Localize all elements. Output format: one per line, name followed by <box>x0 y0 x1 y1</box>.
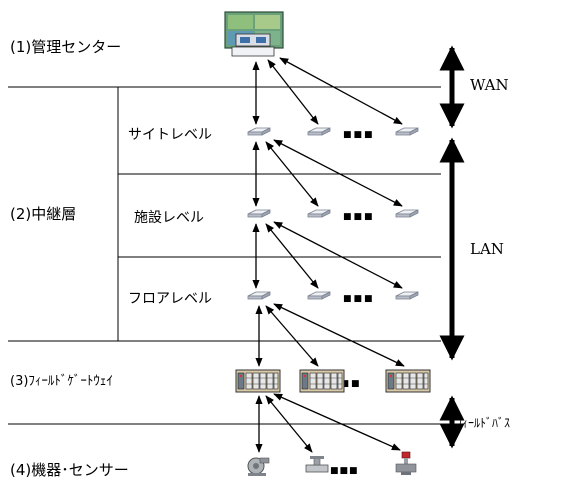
link-facility-floor3 <box>273 221 403 289</box>
link-center-site3 <box>279 57 403 125</box>
router-icon <box>247 127 271 136</box>
router-icon <box>307 127 331 136</box>
ellipsis-facility: ■■■ <box>343 212 375 222</box>
link-site-facility3 <box>273 139 403 207</box>
ellipsis-floor: ■■■ <box>343 294 375 304</box>
link-floor-gateway3 <box>273 303 405 367</box>
plc-gateway-icon <box>299 369 345 393</box>
plc-gateway-icon <box>235 369 281 393</box>
router-icon <box>307 209 331 218</box>
router-icon <box>247 209 271 218</box>
router-icon <box>247 291 271 300</box>
valve-device-icon <box>305 456 329 473</box>
link-facility-floor2 <box>265 223 319 289</box>
field-gateway-devices <box>235 369 431 393</box>
label-site-level: サイトレベル <box>128 127 212 143</box>
router-icon <box>307 291 331 300</box>
label-devices-sensors: (4)機器･センサー <box>10 461 129 479</box>
label-relay-layer: (2)中継層 <box>10 205 76 223</box>
router-icon <box>395 127 419 136</box>
link-gateway-device3 <box>273 393 401 451</box>
label-floor-level: フロアレベル <box>128 291 212 307</box>
connection-arrows <box>252 57 405 453</box>
label-wan: WAN <box>470 76 509 94</box>
link-floor-gateway2 <box>265 305 319 367</box>
blower-device-icon <box>247 457 270 476</box>
link-center-site2 <box>267 59 319 125</box>
flow-sensor-icon <box>395 451 417 475</box>
management-monitor-icon <box>224 11 284 57</box>
router-icon <box>395 291 419 300</box>
site-level-routers <box>247 127 419 136</box>
plc-gateway-icon <box>385 369 431 393</box>
floor-level-routers <box>247 291 419 300</box>
label-fieldbus: ﾌｨｰﾙﾄﾞﾊﾞｽ <box>456 416 510 430</box>
label-facility-level: 施設レベル <box>134 210 204 226</box>
label-field-gateway: (3)ﾌｨｰﾙﾄﾞｹﾞｰﾄｳｪｲ <box>10 374 113 389</box>
router-icon <box>395 209 419 218</box>
ellipsis-devices: ■■■ <box>330 466 359 476</box>
label-management-center: (1)管理センター <box>10 38 121 56</box>
ellipsis-gateway: ■■■ <box>330 379 362 389</box>
facility-level-routers <box>247 209 419 218</box>
ellipsis-site: ■■■ <box>343 130 375 140</box>
label-lan: LAN <box>470 240 504 258</box>
